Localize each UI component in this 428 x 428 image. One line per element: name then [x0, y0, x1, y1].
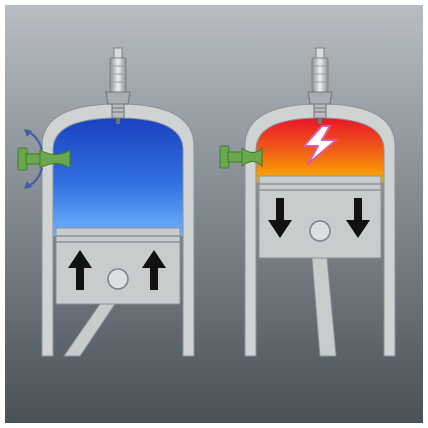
connecting-rod — [63, 303, 116, 357]
arrow-up-icon — [142, 250, 166, 290]
arrow-up-icon — [68, 250, 92, 290]
arrow-down-icon — [346, 198, 370, 238]
wrist-pin — [309, 220, 331, 242]
piston — [258, 175, 382, 259]
piston — [55, 227, 181, 305]
valve — [219, 145, 263, 169]
lightning-bolt-icon — [303, 125, 337, 165]
cylinder-wall — [244, 103, 396, 357]
cylinder-compression — [17, 47, 195, 357]
connecting-rod — [311, 257, 337, 357]
spark-plug — [307, 47, 333, 124]
cylinder-power — [219, 47, 396, 357]
arrow-down-icon — [268, 198, 292, 238]
spark-plug — [105, 47, 131, 124]
wrist-pin — [107, 268, 129, 290]
cylinder-wall — [41, 103, 195, 357]
valve — [17, 147, 71, 171]
valve-airflow-arrows-icon — [24, 129, 44, 189]
compressed-air-fill — [50, 116, 186, 236]
